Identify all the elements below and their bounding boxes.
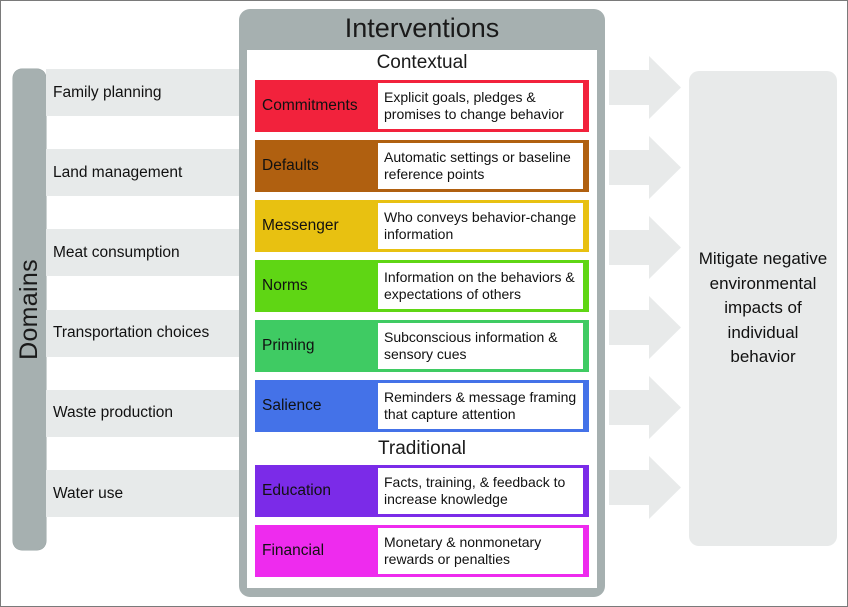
domain-label: Water use xyxy=(53,484,124,502)
domain-row: Water use xyxy=(46,470,242,517)
intervention-name: Norms xyxy=(262,277,308,294)
intervention-description: Monetary & nonmonetary rewards or penalt… xyxy=(377,527,583,575)
domains-axis-bar: Domains xyxy=(13,69,46,550)
domains-axis-label: Domains xyxy=(15,259,43,360)
intervention-name: Financial xyxy=(262,542,325,559)
intervention-description: Explicit goals, pledges & promises to ch… xyxy=(377,82,583,130)
intervention-row: Norms Information on the behaviors & expe… xyxy=(255,260,589,312)
domain-label: Waste production xyxy=(53,404,174,422)
domain-row: Land management xyxy=(46,149,242,197)
intervention-name: Messenger xyxy=(262,217,339,234)
intervention-description: Subconscious information & sensory cues xyxy=(377,322,583,370)
flow-arrow-icon xyxy=(609,376,681,439)
section-header-traditional: Traditional xyxy=(377,438,466,459)
domain-label: Meat consumption xyxy=(53,243,180,261)
outcome-text: Mitigate negative environmental impacts … xyxy=(698,249,828,367)
section-header-contextual: Contextual xyxy=(376,52,468,73)
intervention-row: Priming Subconscious information & sensor… xyxy=(255,320,589,372)
flow-arrow-icon xyxy=(609,136,681,199)
domain-row: Transportation choices xyxy=(46,309,242,357)
intervention-name: Defaults xyxy=(262,157,319,174)
flow-arrow-icon xyxy=(609,456,681,519)
domain-label: Family planning xyxy=(53,83,162,101)
intervention-description: Facts, training, & feedback to increase … xyxy=(377,467,583,515)
interventions-title: Interventions xyxy=(344,13,500,43)
intervention-description: Information on the behaviors & expectati… xyxy=(377,262,583,310)
flow-arrow-icon xyxy=(609,296,681,359)
intervention-name: Commitments xyxy=(262,97,358,114)
intervention-description: Who conveys behavior-change information xyxy=(377,202,583,250)
intervention-name: Salience xyxy=(262,397,322,414)
outcome-box: Mitigate negative environmental impacts … xyxy=(689,71,837,546)
intervention-description: Automatic settings or baseline reference… xyxy=(377,142,583,190)
intervention-name: Education xyxy=(262,482,331,499)
intervention-description: Reminders & message framing that capture… xyxy=(377,382,583,430)
domain-row: Meat consumption xyxy=(46,229,242,277)
intervention-row: Commitments Explicit goals, pledges & pro… xyxy=(255,80,589,132)
intervention-name: Priming xyxy=(262,337,315,354)
intervention-row: Messenger Who conveys behavior-change inf… xyxy=(255,200,589,252)
flow-arrow-icon xyxy=(609,56,681,119)
intervention-row: Salience Reminders & message framing that… xyxy=(255,380,589,432)
intervention-row: Financial Monetary & nonmonetary rewards … xyxy=(255,525,589,577)
intervention-row: Education Facts, training, & feedback to … xyxy=(255,465,589,517)
flow-arrow-icon xyxy=(609,216,681,279)
domain-label: Transportation choices xyxy=(53,324,210,342)
intervention-row: Defaults Automatic settings or baseline r… xyxy=(255,140,589,192)
domain-row: Family planning xyxy=(46,69,242,116)
domain-row: Waste production xyxy=(46,389,242,437)
domain-label: Land management xyxy=(53,163,183,181)
